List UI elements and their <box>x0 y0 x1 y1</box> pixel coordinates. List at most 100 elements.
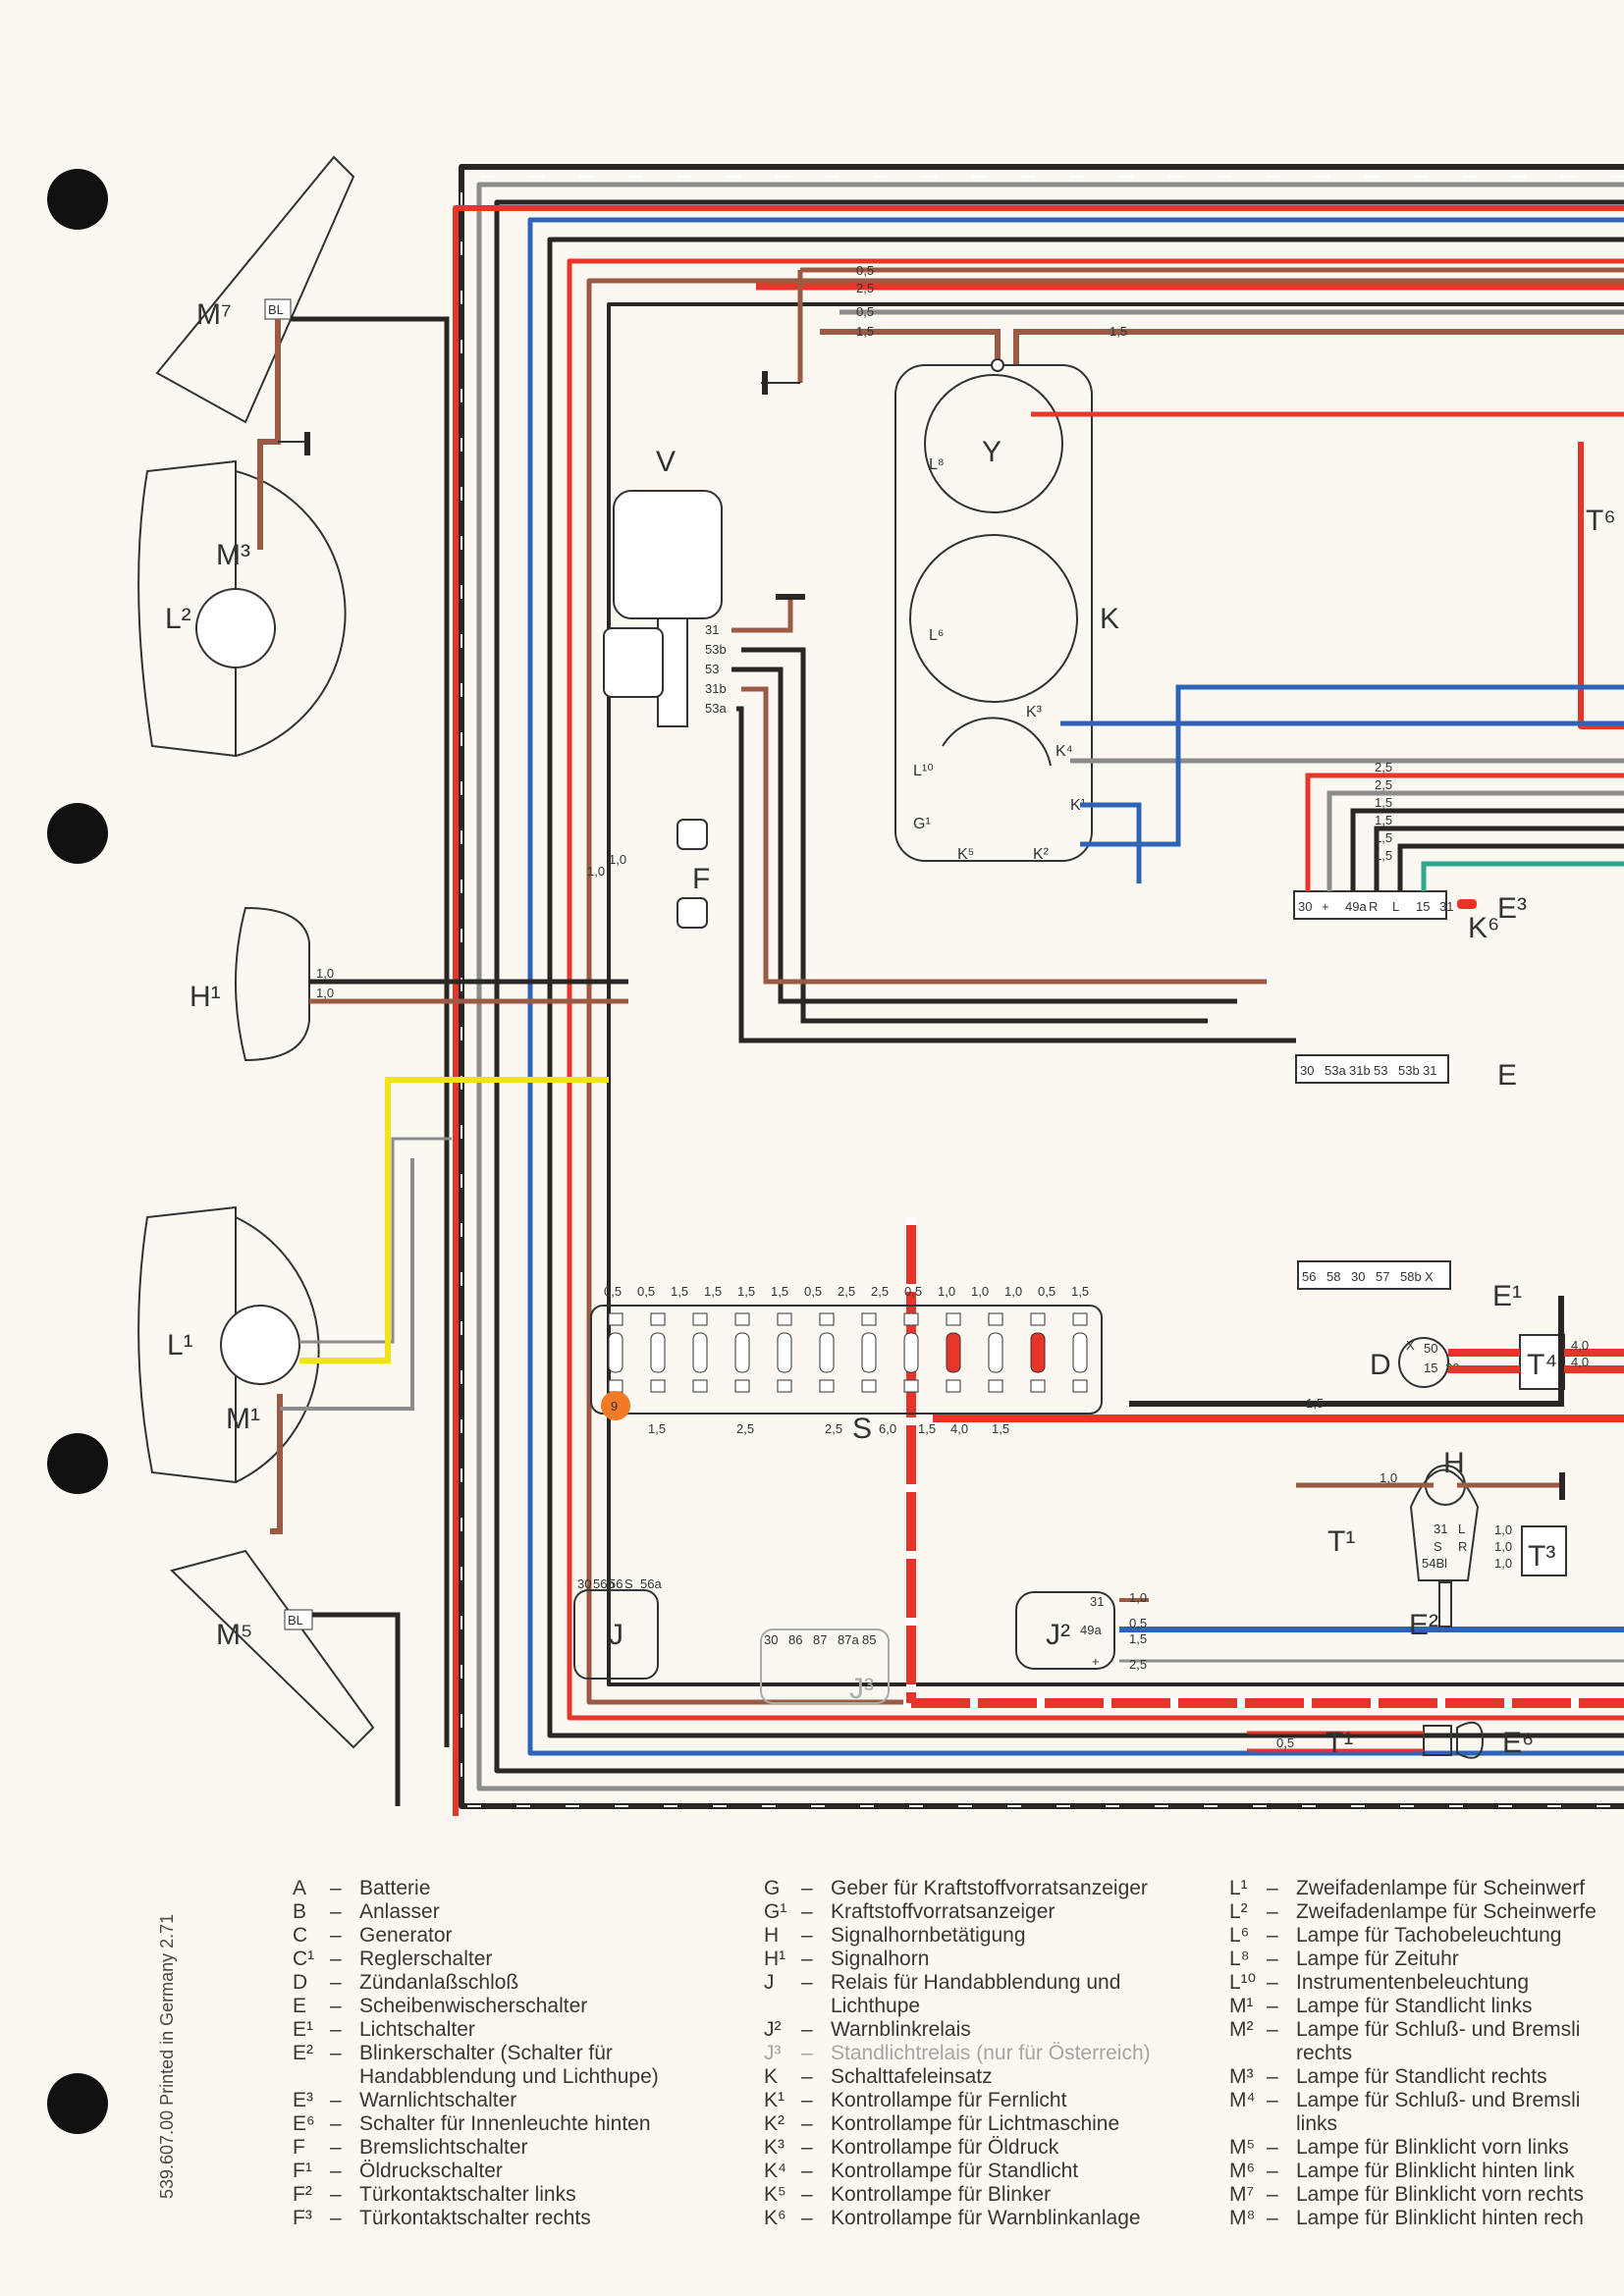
legend-description: Türkontaktschalter rechts <box>359 2207 591 2229</box>
svg-text:R: R <box>1458 1539 1467 1554</box>
legend-item: H¹–Signalhorn <box>764 1948 1235 1971</box>
terminal-label: 31 <box>1423 1063 1436 1078</box>
terminal-label: 85 <box>862 1632 876 1647</box>
legend-code: H <box>764 1924 780 1947</box>
fuse-terminal <box>608 1312 623 1326</box>
legend-item: L¹⁰–Instrumentenbeleuchtung <box>1229 1971 1624 1995</box>
legend-dash: – <box>330 2207 342 2229</box>
legend-description: Türkontaktschalter links <box>359 2183 576 2206</box>
label-L10: L¹⁰ <box>913 763 934 779</box>
binding-hole <box>47 2073 108 2134</box>
print-note: 539.607.00 Printed in Germany 2.71 <box>157 1913 177 2199</box>
legend-item: D–Zündanlaßschloß <box>293 1971 764 1995</box>
relay-J <box>573 1589 659 1680</box>
legend-code: L¹⁰ <box>1229 1971 1257 1994</box>
ignition-switch-D <box>1398 1337 1449 1388</box>
fuse-terminal <box>861 1312 877 1326</box>
legend-code: J² <box>764 2018 782 2041</box>
svg-text:0,5: 0,5 <box>856 263 874 278</box>
legend-code: A <box>293 1877 307 1899</box>
label-K5: K⁵ <box>957 846 974 863</box>
legend-dash: – <box>801 2160 813 2182</box>
legend-dash: – <box>1267 1948 1278 1970</box>
legend-item: K³–Kontrollampe für Öldruck <box>764 2136 1235 2160</box>
svg-text:4,0: 4,0 <box>1571 1338 1589 1353</box>
wire-black <box>607 302 1624 1686</box>
label-E: E <box>1497 1059 1517 1092</box>
label-T1: T¹ <box>1327 1525 1355 1558</box>
fuse[interactable] <box>608 1332 623 1373</box>
wire <box>1421 861 1624 891</box>
wire <box>1305 773 1624 891</box>
legend-item: F–Bremslichtschalter <box>293 2136 764 2160</box>
legend-item: K⁶–Kontrollampe für Warnblinkanlage <box>764 2207 1235 2230</box>
fuse[interactable] <box>946 1332 961 1373</box>
legend-item: M⁷–Lampe für Blinklicht vorn rechts <box>1229 2183 1624 2207</box>
svg-text:1,0: 1,0 <box>1494 1539 1512 1554</box>
harness-outer <box>453 164 1624 1816</box>
fuse[interactable] <box>819 1332 835 1373</box>
legend-description: Kontrollampe für Warnblinkanlage <box>831 2207 1141 2229</box>
label-K2: K² <box>1033 846 1050 863</box>
legend-item: K²–Kontrollampe für Lichtmaschine <box>764 2112 1235 2136</box>
legend-dash: – <box>801 2042 813 2064</box>
legend-code: M⁷ <box>1229 2183 1255 2206</box>
svg-text:31: 31 <box>705 622 719 637</box>
headlight-left-L1 <box>137 1205 320 1484</box>
label-T3: T³ <box>1528 1540 1555 1573</box>
label-E1: E¹ <box>1492 1280 1522 1312</box>
fuse[interactable] <box>903 1332 919 1373</box>
fuse[interactable] <box>692 1332 708 1373</box>
fuse[interactable] <box>861 1332 877 1373</box>
wire <box>1374 826 1624 891</box>
legend-description: Kontrollampe für Blinker <box>831 2183 1052 2206</box>
legend-dash: – <box>1267 2136 1278 2159</box>
legend-description: Warnlichtschalter <box>359 2089 517 2111</box>
legend-description: Lichtschalter <box>359 2018 475 2041</box>
terminal-label: R <box>1369 899 1378 914</box>
legend-code: M⁸ <box>1229 2207 1256 2229</box>
legend-dash: – <box>801 2136 813 2159</box>
legend-description: Lampe für Blinklicht vorn links <box>1296 2136 1569 2159</box>
svg-text:X: X <box>1406 1338 1415 1353</box>
legend-dash: – <box>330 2018 342 2041</box>
turn-switch-E2 <box>1409 1465 1480 1628</box>
fuse[interactable] <box>1030 1332 1046 1373</box>
legend-dash: – <box>330 1877 342 1899</box>
legend-dash: – <box>330 2136 342 2159</box>
fuse[interactable] <box>734 1332 750 1373</box>
label-H: H <box>1443 1447 1465 1479</box>
label-E2: E² <box>1409 1609 1438 1641</box>
legend-dash: – <box>330 2089 342 2111</box>
wire-gauge-label: 6,0 <box>879 1421 896 1436</box>
legend-description: Warnblinkrelais <box>831 2018 971 2041</box>
legend-item: M²–Lampe für Schluß- und Bremsli rechts <box>1229 2018 1624 2065</box>
label-M1: M¹ <box>226 1403 260 1435</box>
terminal-label: 30 <box>1351 1269 1365 1284</box>
fuse[interactable] <box>988 1332 1003 1373</box>
legend-code: J <box>764 1971 775 1994</box>
fuse-terminal <box>1072 1379 1088 1393</box>
fuse[interactable] <box>650 1332 666 1373</box>
wire-gauge-label: 1,0 <box>971 1284 989 1299</box>
legend-description: Batterie <box>359 1877 431 1899</box>
legend-description: Schalter für Innenleuchte hinten <box>359 2112 651 2135</box>
wire-gauge-label: 2,5 <box>1375 760 1392 774</box>
svg-text:2,5: 2,5 <box>1129 1657 1147 1672</box>
legend-description: Lampe für Blinklicht hinten link <box>1296 2160 1575 2182</box>
fuse[interactable] <box>1072 1332 1088 1373</box>
legend-code: K² <box>764 2112 785 2135</box>
wire-gauge-label: 1,5 <box>737 1284 755 1299</box>
binding-hole <box>47 803 108 864</box>
svg-text:54Bl: 54Bl <box>1422 1556 1447 1571</box>
legend-dash: – <box>1267 2018 1278 2041</box>
fuse-terminal <box>608 1379 623 1393</box>
svg-text:4,0: 4,0 <box>1571 1355 1589 1369</box>
legend-item: F³–Türkontaktschalter rechts <box>293 2207 764 2230</box>
fuse[interactable] <box>777 1332 792 1373</box>
legend-description: Lampe für Schluß- und Bremsli links <box>1296 2089 1581 2135</box>
terminal-label: 56b <box>593 1576 615 1591</box>
svg-text:1,5: 1,5 <box>856 324 874 339</box>
legend-code: L⁶ <box>1229 1924 1250 1947</box>
